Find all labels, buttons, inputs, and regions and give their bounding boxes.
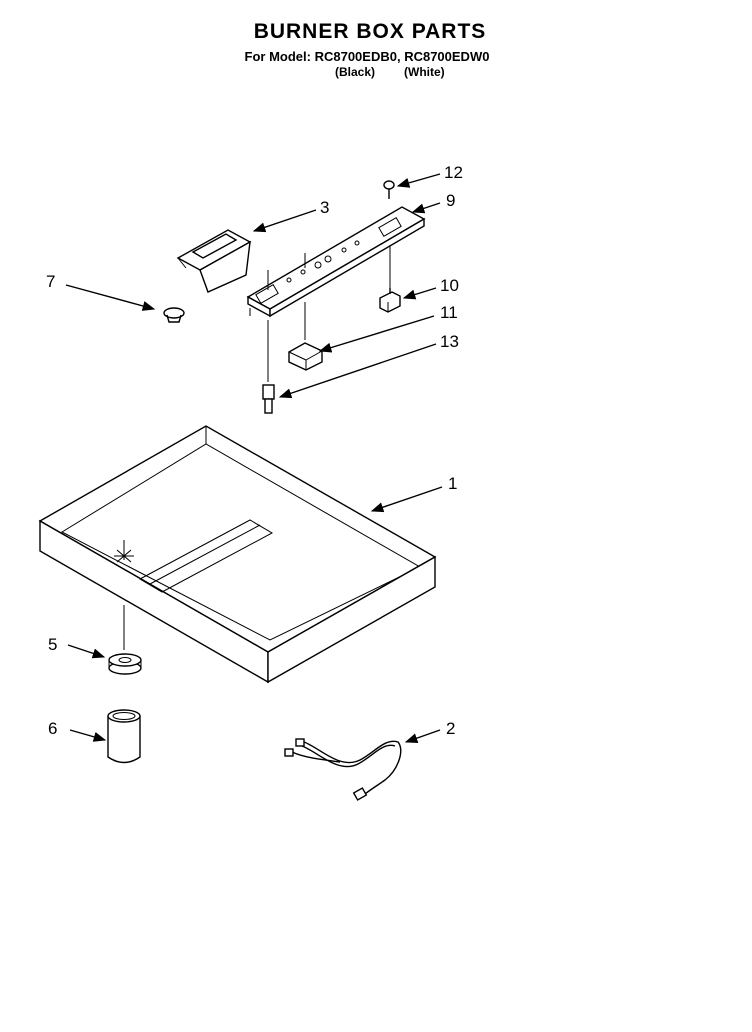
arrow-10: [402, 287, 437, 300]
variant-black: (Black): [335, 65, 376, 79]
igniter-electrode: [262, 384, 275, 414]
arrow-2: [404, 729, 441, 743]
callout-9: 9: [446, 191, 455, 210]
callout-5: 5: [48, 635, 57, 654]
bracket-part: [176, 229, 252, 293]
model-numbers: For Model: RC8700EDB0, RC8700EDW0: [244, 49, 490, 64]
arrow-12: [396, 173, 441, 188]
callout-12: 12: [444, 163, 463, 182]
burner-mount-symbol: [114, 540, 134, 563]
arrow-5: [67, 644, 106, 659]
control-panel-bar: [246, 206, 426, 318]
callout-10: 10: [440, 276, 459, 295]
arrow-6: [69, 729, 107, 742]
igniter-module: [288, 342, 323, 371]
arrow-11: [318, 315, 435, 353]
burner-cap: [108, 653, 142, 675]
callout-2: 2: [446, 719, 455, 738]
switch-part: [379, 288, 401, 313]
page-title: BURNER BOX PARTS: [253, 20, 487, 43]
arrow-7: [65, 284, 156, 311]
arrow-9: [411, 202, 441, 214]
variant-white: (White): [404, 65, 445, 79]
screw-part: [383, 180, 395, 199]
callout-1: 1: [448, 474, 457, 493]
small-knob: [163, 307, 185, 323]
callout-3: 3: [320, 198, 329, 217]
arrow-1: [370, 486, 443, 513]
callout-7: 7: [46, 272, 55, 291]
callout-6: 6: [48, 719, 57, 738]
arrow-3: [252, 209, 317, 233]
burner-container: [107, 709, 141, 764]
arrow-13: [278, 343, 437, 399]
callout-13: 13: [440, 332, 459, 351]
wire-harness: [284, 738, 402, 801]
burner-box-tray: [38, 425, 437, 684]
callout-11: 11: [440, 303, 458, 322]
